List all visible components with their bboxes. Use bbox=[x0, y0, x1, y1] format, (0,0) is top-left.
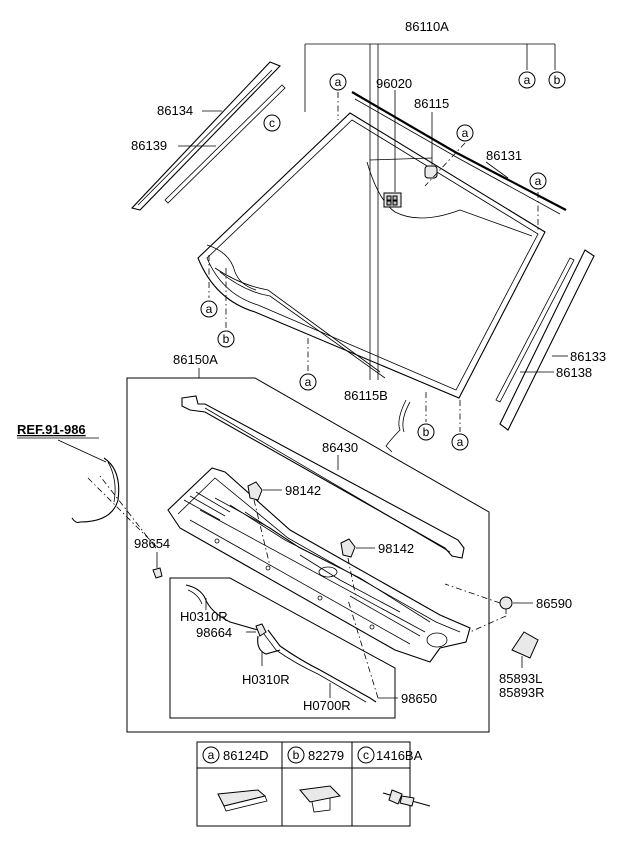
clip-callout-a-4: a bbox=[529, 172, 547, 190]
left-molding-86139 bbox=[164, 84, 286, 204]
label-98664: 98664 bbox=[196, 625, 232, 640]
svg-text:b: b bbox=[423, 425, 430, 439]
legend-c-part: 1416BA bbox=[376, 748, 423, 763]
nozzle-98142-lower bbox=[340, 538, 375, 599]
left-molding-86134 bbox=[130, 61, 281, 211]
clip-callout-a-2: a bbox=[518, 71, 536, 89]
legend-c-letter: c bbox=[363, 748, 369, 762]
svg-text:a: a bbox=[457, 435, 464, 449]
label-86133: 86133 bbox=[570, 349, 606, 364]
hose-H0310R-lower bbox=[257, 635, 281, 666]
label-85893L: 85893L bbox=[499, 671, 542, 686]
cowl-group-frame bbox=[126, 368, 490, 733]
hose-H0700R bbox=[263, 629, 377, 703]
label-H0310R-upper: H0310R bbox=[180, 609, 228, 624]
svg-text:a: a bbox=[524, 73, 531, 87]
label-86131: 86131 bbox=[486, 148, 522, 163]
cowl-panel bbox=[167, 467, 471, 663]
clip-callout-b-3: b bbox=[417, 423, 435, 441]
clip-leader-lines bbox=[208, 92, 539, 432]
label-86590: 86590 bbox=[536, 596, 572, 611]
label-ref-91-986: REF.91-986 bbox=[17, 422, 86, 437]
label-86138: 86138 bbox=[556, 365, 592, 380]
label-H0310R-lower: H0310R bbox=[242, 672, 290, 687]
label-86139: 86139 bbox=[131, 138, 167, 153]
right-molding-86138 bbox=[495, 257, 575, 403]
label-86115B: 86115B bbox=[344, 388, 388, 403]
legend-b-clip-drawing bbox=[299, 785, 342, 813]
clip-callout-b-1: b bbox=[548, 71, 566, 89]
clip-callout-a-1: a bbox=[329, 73, 347, 91]
cover-85893 bbox=[511, 631, 539, 668]
svg-text:c: c bbox=[269, 116, 275, 130]
weatherstrip-86430 bbox=[181, 395, 465, 559]
label-86150A: 86150A bbox=[173, 352, 218, 367]
label-86134: 86134 bbox=[157, 103, 193, 118]
clip-callout-a-5: a bbox=[200, 300, 218, 318]
legend-b-letter: b bbox=[293, 748, 300, 762]
svg-text:b: b bbox=[223, 332, 230, 346]
label-85893R: 85893R bbox=[499, 685, 545, 700]
hose-subgroup-frame bbox=[169, 577, 396, 719]
label-98654: 98654 bbox=[134, 536, 170, 551]
svg-text:a: a bbox=[535, 174, 542, 188]
clip-86590 bbox=[444, 583, 533, 633]
wire-86115B bbox=[385, 399, 411, 453]
legend-cell-a: a 86124D bbox=[202, 746, 269, 764]
windshield-callout-bracket bbox=[304, 43, 556, 380]
nozzle-98142-upper bbox=[247, 481, 282, 567]
legend-a-part: 86124D bbox=[223, 748, 269, 763]
hose-H0310R-upper bbox=[185, 584, 259, 631]
label-86115: 86115 bbox=[414, 96, 449, 111]
ref-91-986-hose bbox=[17, 437, 120, 524]
clip-callout-a-6: a bbox=[299, 373, 317, 391]
label-96020: 96020 bbox=[376, 76, 412, 91]
legend-cell-c: c 1416BA bbox=[357, 746, 423, 764]
clip-callout-b-2: b bbox=[217, 330, 235, 348]
legend-table bbox=[196, 741, 411, 827]
label-86430: 86430 bbox=[322, 440, 358, 455]
right-molding-86133 bbox=[499, 249, 595, 431]
clip-callout-a-3: a bbox=[456, 124, 474, 142]
legend-cell-b: b 82279 bbox=[287, 746, 344, 764]
legend-a-letter: a bbox=[208, 748, 215, 762]
svg-text:a: a bbox=[335, 75, 342, 89]
svg-text:a: a bbox=[462, 126, 469, 140]
svg-text:a: a bbox=[305, 375, 312, 389]
legend-b-part: 82279 bbox=[308, 748, 344, 763]
label-98142-lower: 98142 bbox=[378, 541, 414, 556]
label-98650: 98650 bbox=[401, 691, 437, 706]
fitting-98650 bbox=[347, 599, 398, 699]
windshield-glass bbox=[197, 112, 546, 399]
clip-callout-a-7: a bbox=[451, 433, 469, 451]
label-86110A: 86110A bbox=[405, 19, 449, 34]
connector-98654 bbox=[87, 475, 163, 579]
legend-c-rivet-drawing bbox=[382, 789, 431, 807]
connector-98664 bbox=[246, 623, 267, 637]
clip-callout-c-1: c bbox=[263, 114, 281, 132]
legend-a-clip-drawing bbox=[217, 789, 268, 812]
top-molding-86131 bbox=[351, 91, 567, 215]
rain-sensor-96020 bbox=[383, 90, 402, 208]
label-H0700R: H0700R bbox=[303, 698, 351, 713]
svg-text:b: b bbox=[554, 73, 561, 87]
svg-text:a: a bbox=[206, 302, 213, 316]
label-98142-upper: 98142 bbox=[285, 483, 321, 498]
